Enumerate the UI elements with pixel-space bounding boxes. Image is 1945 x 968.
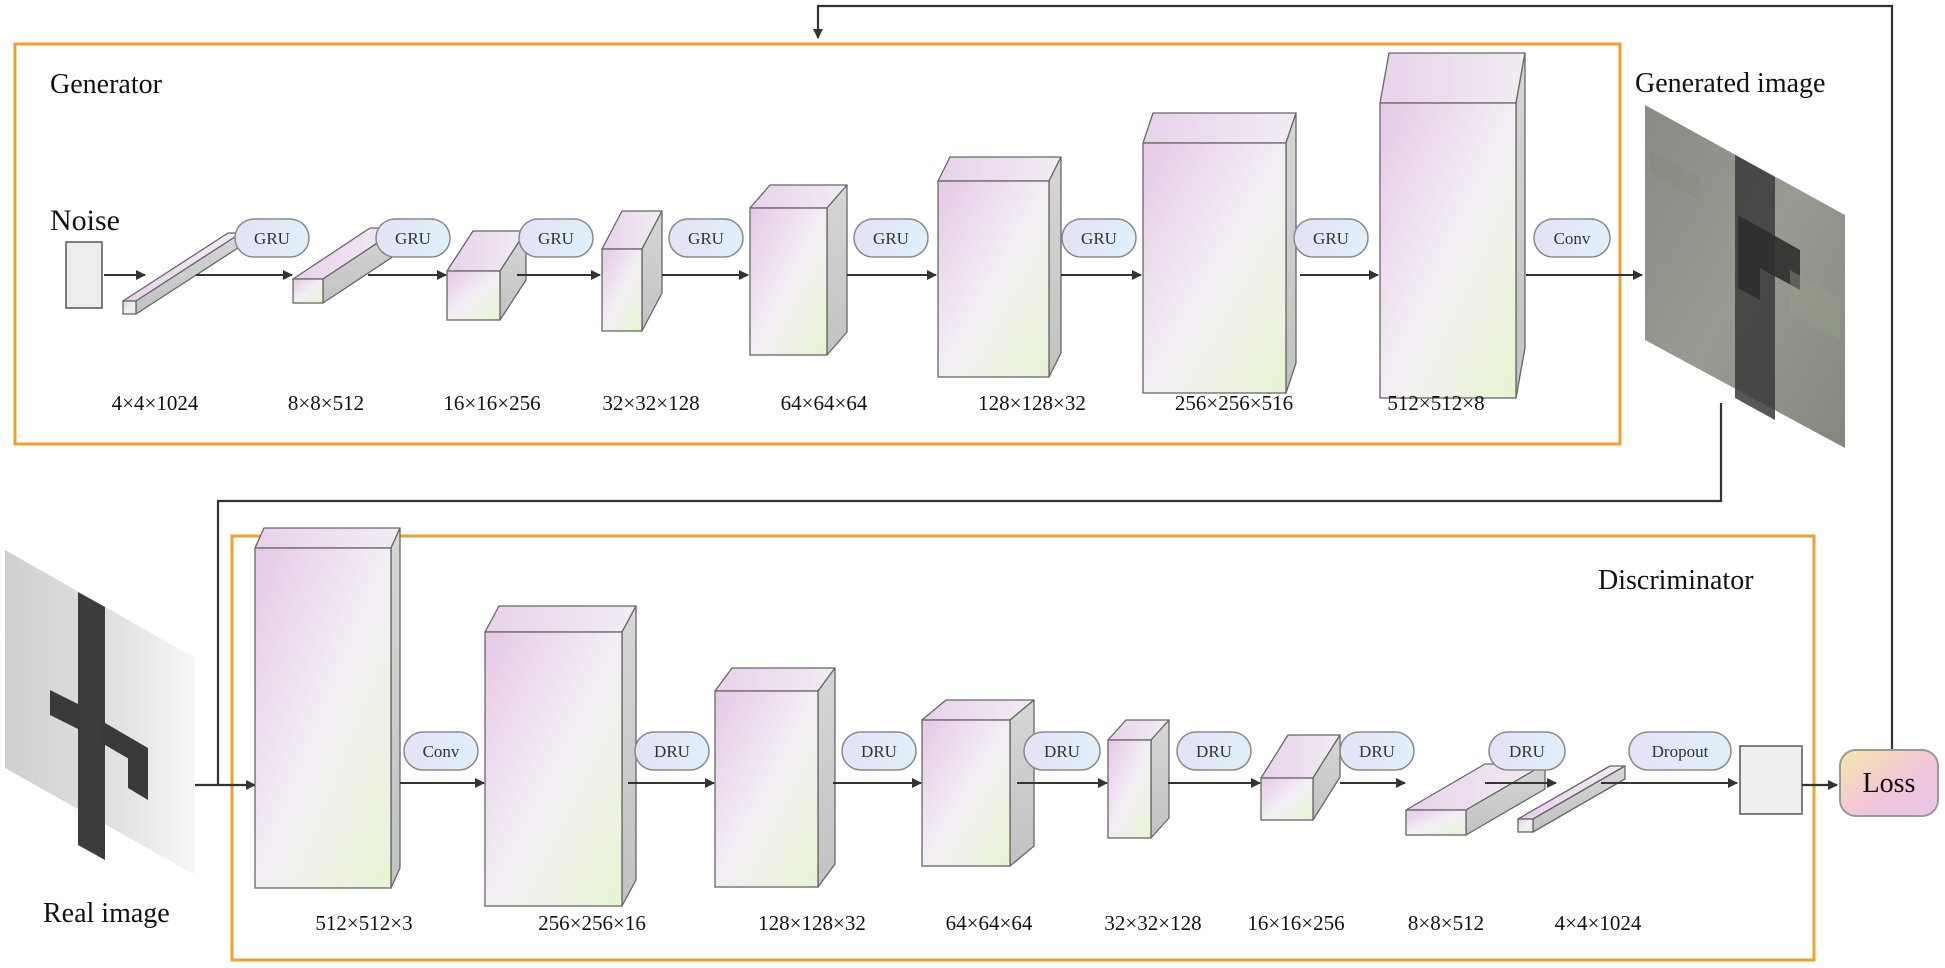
discriminator-output-box xyxy=(1739,745,1803,815)
discriminator-op-8-pill: Dropout xyxy=(1628,731,1732,771)
generator-op-6-label: GRU xyxy=(1081,229,1117,248)
generator-op-4-pill: GRU xyxy=(668,218,744,258)
discriminator-op-4-label: DRU xyxy=(1044,742,1080,761)
generator-dim-5: 64×64×64 xyxy=(781,391,868,415)
discriminator-op-7-label: DRU xyxy=(1509,742,1545,761)
generator-op-5-label: GRU xyxy=(873,229,909,248)
generator-op-2-label: GRU xyxy=(395,229,431,248)
feedback-loss-to-generator xyxy=(813,4,1894,750)
discriminator-block-7 xyxy=(1405,763,1546,836)
generator-op-3-pill: GRU xyxy=(518,218,594,258)
generated-to-discriminator-line xyxy=(216,403,1723,785)
generator-op-7-label: GRU xyxy=(1313,229,1349,248)
generator-block-8 xyxy=(1379,52,1526,399)
discriminator-op-6-pill: DRU xyxy=(1339,731,1415,771)
discriminator-dim-1: 512×512×3 xyxy=(315,911,412,935)
generator-block-6 xyxy=(937,156,1062,378)
discriminator-op-7-pill: DRU xyxy=(1488,731,1566,771)
discriminator-op-2-pill: DRU xyxy=(634,731,710,771)
generator-op-6-pill: GRU xyxy=(1061,218,1137,258)
generated-image-label: Generated image xyxy=(1635,68,1825,99)
generator-layers: GRU GRU GRU GRU GRU GRU GRU Conv 4×4×1024 8×8×512… xyxy=(104,52,1643,415)
generator-dim-6: 128×128×32 xyxy=(978,391,1086,415)
generator-op-1-pill: GRU xyxy=(234,218,310,258)
generator-op-5-pill: GRU xyxy=(853,218,929,258)
generator-op-2-pill: GRU xyxy=(375,218,451,258)
discriminator-op-5-pill: DRU xyxy=(1176,731,1252,771)
generator-op-3-label: GRU xyxy=(538,229,574,248)
discriminator-layers: Conv DRU DRU DRU DRU DRU DRU Dropout 512×512×3 25… xyxy=(254,527,1738,935)
generator-dim-3: 16×16×256 xyxy=(443,391,540,415)
noise-label: Noise xyxy=(50,204,120,237)
discriminator-op-5-label: DRU xyxy=(1196,742,1232,761)
loss-node: Loss xyxy=(1839,749,1939,817)
discriminator-dim-3: 128×128×32 xyxy=(758,911,866,935)
generator-op-8-label: Conv xyxy=(1554,229,1591,248)
discriminator-op-4-pill: DRU xyxy=(1023,731,1101,771)
generator-dim-7: 256×256×516 xyxy=(1175,391,1293,415)
discriminator-block-3 xyxy=(714,667,836,888)
discriminator-dim-7: 8×8×512 xyxy=(1408,911,1484,935)
discriminator-op-2-label: DRU xyxy=(654,742,690,761)
generator-op-4-label: GRU xyxy=(688,229,724,248)
discriminator-op-6-label: DRU xyxy=(1359,742,1395,761)
generator-title: Generator xyxy=(50,69,163,100)
discriminator-dim-5: 32×32×128 xyxy=(1104,911,1201,935)
discriminator-title: Discriminator xyxy=(1598,565,1754,596)
discriminator-dim-4: 64×64×64 xyxy=(946,911,1033,935)
discriminator-op-3-label: DRU xyxy=(861,742,897,761)
generator-block-7 xyxy=(1142,112,1297,394)
discriminator-op-3-pill: DRU xyxy=(841,731,917,771)
generator-dim-8: 512×512×8 xyxy=(1387,391,1484,415)
discriminator-dim-6: 16×16×256 xyxy=(1247,911,1344,935)
discriminator-op-8-label: Dropout xyxy=(1652,742,1709,761)
discriminator-dim-8: 4×4×1024 xyxy=(1555,911,1642,935)
real-image-label: Real image xyxy=(43,898,170,929)
generator-dim-2: 8×8×512 xyxy=(288,391,364,415)
real-image xyxy=(5,550,195,875)
discriminator-block-6 xyxy=(1260,734,1341,821)
generator-op-7-pill: GRU xyxy=(1293,218,1369,258)
discriminator-op-1-pill: Conv xyxy=(403,731,479,771)
generator-op-1-label: GRU xyxy=(254,229,290,248)
generator-dim-4: 32×32×128 xyxy=(602,391,699,415)
generator-op-8-pill: Conv xyxy=(1533,218,1611,258)
loss-label: Loss xyxy=(1863,768,1916,799)
generator-block-5 xyxy=(749,184,848,356)
noise-input-box xyxy=(65,241,103,309)
discriminator-frame xyxy=(230,534,1816,962)
discriminator-dim-2: 256×256×16 xyxy=(538,911,646,935)
generator-block-3 xyxy=(446,230,527,321)
generator-dim-1: 4×4×1024 xyxy=(112,391,199,415)
generated-image xyxy=(1645,105,1845,448)
generator-block-1 xyxy=(122,232,242,315)
generator-frame xyxy=(13,42,1622,446)
generator-block-4 xyxy=(601,210,663,332)
discriminator-op-1-label: Conv xyxy=(423,742,460,761)
discriminator-block-1 xyxy=(254,527,401,889)
discriminator-block-5 xyxy=(1107,719,1170,839)
discriminator-block-2 xyxy=(484,605,637,907)
